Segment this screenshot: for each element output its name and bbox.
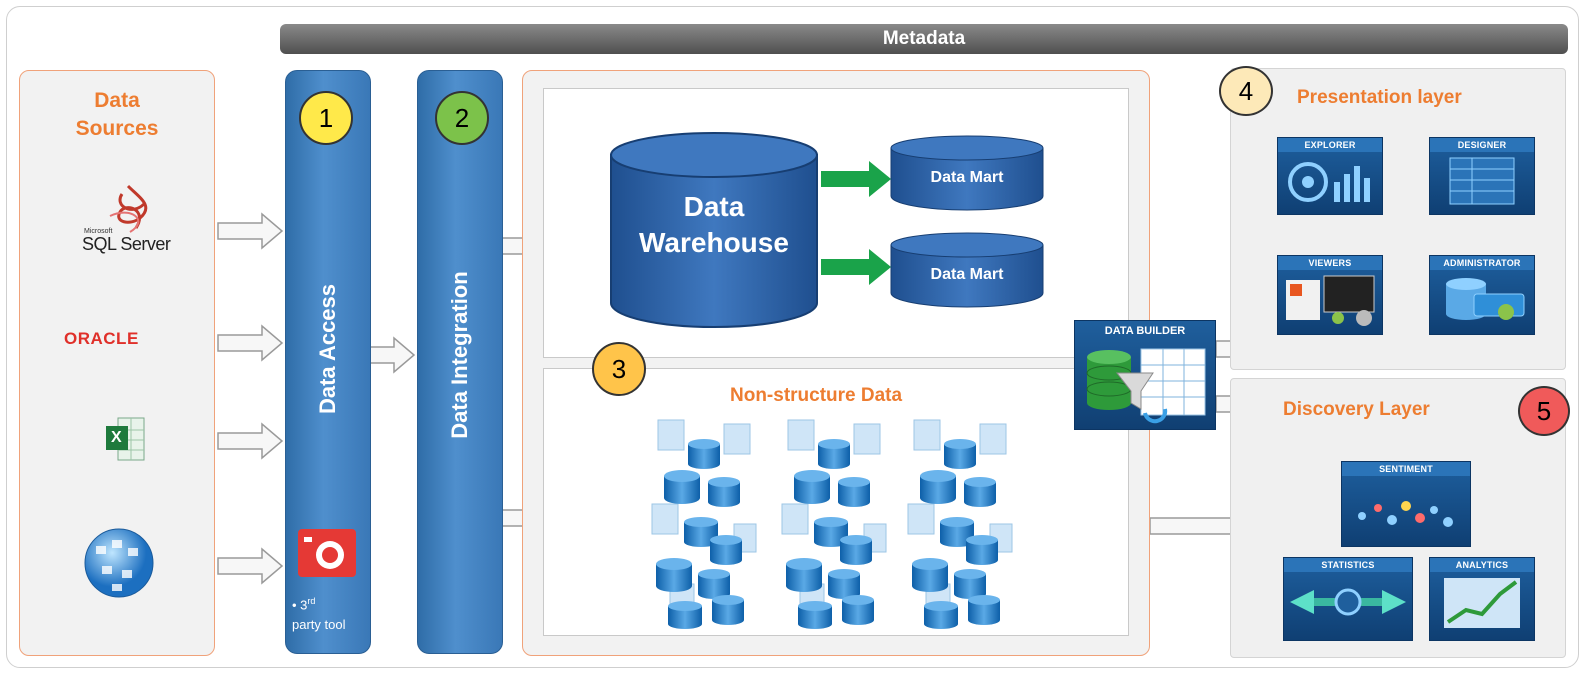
data-warehouse-title: Data Warehouse bbox=[639, 191, 789, 258]
data-sources-title: Data Sources bbox=[75, 89, 159, 140]
explorer-icon bbox=[1288, 162, 1370, 202]
viewers-tile: VIEWERS bbox=[1277, 255, 1383, 335]
data-mart-cylinder-2 bbox=[890, 232, 1044, 308]
data-integration-pillar: 2 Data Integration bbox=[417, 70, 503, 654]
sql-server-logo bbox=[109, 184, 148, 233]
excel-letter: X bbox=[111, 429, 122, 446]
discovery-layer-panel: Discovery Layer SENTIMENT STATISTICS ANA… bbox=[1230, 378, 1566, 658]
data-mart-cylinder-1 bbox=[890, 135, 1044, 211]
mart-arrows bbox=[821, 161, 891, 285]
administrator-tile: ADMINISTRATOR bbox=[1429, 255, 1535, 335]
non-structure-box: Non-structure Data bbox=[543, 368, 1129, 636]
metadata-bar: Metadata bbox=[280, 24, 1568, 54]
statistics-icon bbox=[1290, 588, 1406, 616]
step-1-circle: 1 bbox=[299, 91, 353, 145]
data-access-label: Data Access bbox=[315, 283, 340, 415]
explorer-tile: EXPLORER bbox=[1277, 137, 1383, 215]
presentation-layer-title: Presentation layer bbox=[1297, 87, 1462, 108]
step-3-circle: 3 bbox=[592, 342, 646, 396]
sql-server-label: SQL Server bbox=[82, 234, 171, 254]
designer-tile: DESIGNER bbox=[1429, 137, 1535, 215]
data-builder-icon bbox=[1086, 348, 1206, 424]
data-access-pillar: 1 Data Access • 3rd party tool bbox=[285, 70, 371, 654]
metadata-label: Metadata bbox=[882, 28, 966, 49]
analytics-icon bbox=[1444, 578, 1520, 628]
data-integration-label: Data Integration bbox=[447, 271, 472, 439]
viewers-icon bbox=[1286, 275, 1375, 326]
data-mart-label-2: Data Mart bbox=[930, 266, 1004, 283]
third-party-tool-label: • 3rd party tool bbox=[292, 596, 346, 633]
step-2-circle: 2 bbox=[435, 91, 489, 145]
data-mart-label-1: Data Mart bbox=[930, 169, 1004, 186]
sentiment-tile: SENTIMENT bbox=[1341, 461, 1471, 547]
sentiment-icon bbox=[1358, 501, 1453, 527]
web-globe-icon bbox=[82, 526, 156, 600]
presentation-layer-panel: Presentation layer EXPLORER DESIGNER VIE… bbox=[1230, 68, 1566, 370]
administrator-icon bbox=[1446, 278, 1525, 320]
excel-icon: X bbox=[106, 416, 146, 462]
designer-icon bbox=[1449, 157, 1515, 205]
non-structure-title: Non-structure Data bbox=[730, 385, 903, 406]
oracle-label: ORACLE bbox=[64, 329, 139, 348]
non-structure-databases bbox=[651, 419, 1013, 630]
sql-server-brand: Microsoft bbox=[84, 228, 113, 235]
camera-icon bbox=[296, 527, 358, 579]
step-5-circle: 5 bbox=[1518, 386, 1570, 436]
data-builder-block: DATA BUILDER bbox=[1074, 320, 1216, 430]
data-warehouse-cylinder bbox=[610, 132, 818, 328]
analytics-tile: ANALYTICS bbox=[1429, 557, 1535, 641]
statistics-tile: STATISTICS bbox=[1283, 557, 1413, 641]
discovery-layer-title: Discovery Layer bbox=[1283, 399, 1430, 420]
step-4-circle: 4 bbox=[1219, 66, 1273, 116]
sql-server-icon: Microsoft SQL Server bbox=[70, 176, 180, 266]
data-sources-panel: Data Sources Microsoft SQL Server ORACLE… bbox=[19, 70, 215, 656]
warehouse-box: Data Warehouse Data Mart Data Mart bbox=[543, 88, 1129, 358]
data-builder-label: DATA BUILDER bbox=[1104, 325, 1186, 337]
